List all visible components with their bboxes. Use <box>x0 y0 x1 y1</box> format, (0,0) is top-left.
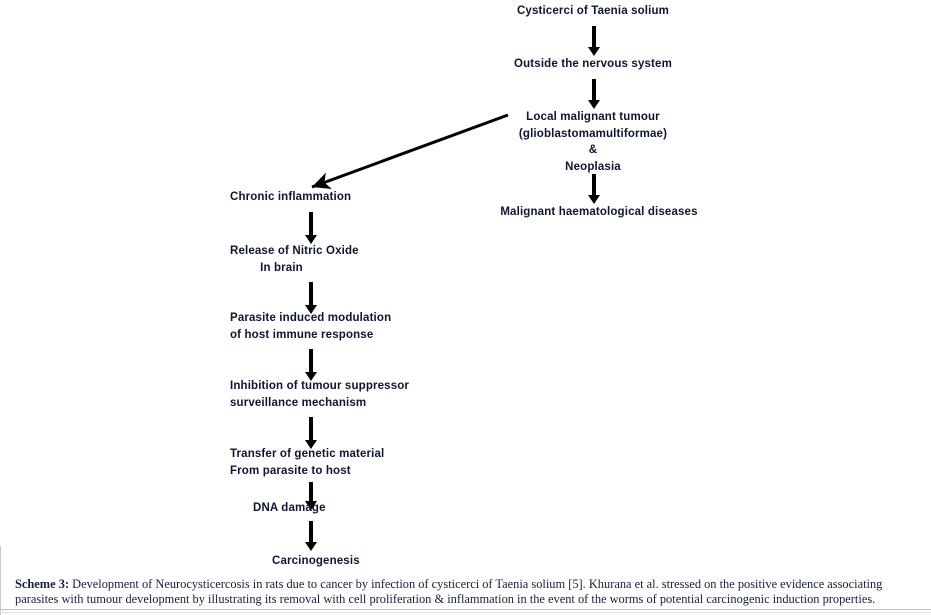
arrow-nitric-oxide-to-modulation <box>303 282 319 314</box>
node-inhibition-tumour-suppressor: Inhibition of tumour suppressor surveill… <box>230 380 410 409</box>
node-dna-damage: DNA damage <box>253 502 326 514</box>
node-cysticerci: Cysticerci of Taenia solium <box>516 5 670 17</box>
node-local-malignant-tumour: Local malignant tumour (glioblastomamult… <box>518 111 668 173</box>
node-parasite-induced-modulation: Parasite induced modulation of host immu… <box>230 312 392 341</box>
node-chronic-inflammation: Chronic inflammation <box>230 191 352 203</box>
arrow-modulation-to-inhibition <box>303 349 319 381</box>
node-release-nitric-oxide: Release of Nitric Oxide In brain <box>230 245 359 274</box>
caption-prefix: Scheme 3: <box>15 577 70 591</box>
arrow-tumour-to-haematological <box>586 174 602 204</box>
figure-caption: Scheme 3: Development of Neurocysticerco… <box>15 577 920 606</box>
arrow-tumour-to-chronic-inflammation <box>311 113 509 189</box>
node-outside-nervous-system: Outside the nervous system <box>514 58 672 70</box>
caption-text: Development of Neurocysticercosis in rat… <box>15 577 883 606</box>
arrow-cysticerci-to-outside <box>586 26 602 56</box>
caption-top-rule <box>0 609 931 610</box>
node-malignant-haematological-diseases: Malignant haematological diseases <box>500 206 698 218</box>
node-transfer-genetic-material: Transfer of genetic material From parasi… <box>230 448 385 477</box>
arrow-inhibition-to-transfer <box>303 417 319 449</box>
arrow-outside-to-tumour <box>586 79 602 109</box>
arrow-dna-damage-to-carcinogenesis <box>303 521 319 551</box>
page-left-rule <box>0 546 1 615</box>
arrow-inflammation-to-nitric-oxide <box>303 212 319 244</box>
caption-bottom-rule <box>0 612 931 613</box>
node-carcinogenesis: Carcinogenesis <box>272 555 360 567</box>
arrow-transfer-to-dna-damage <box>303 482 319 510</box>
